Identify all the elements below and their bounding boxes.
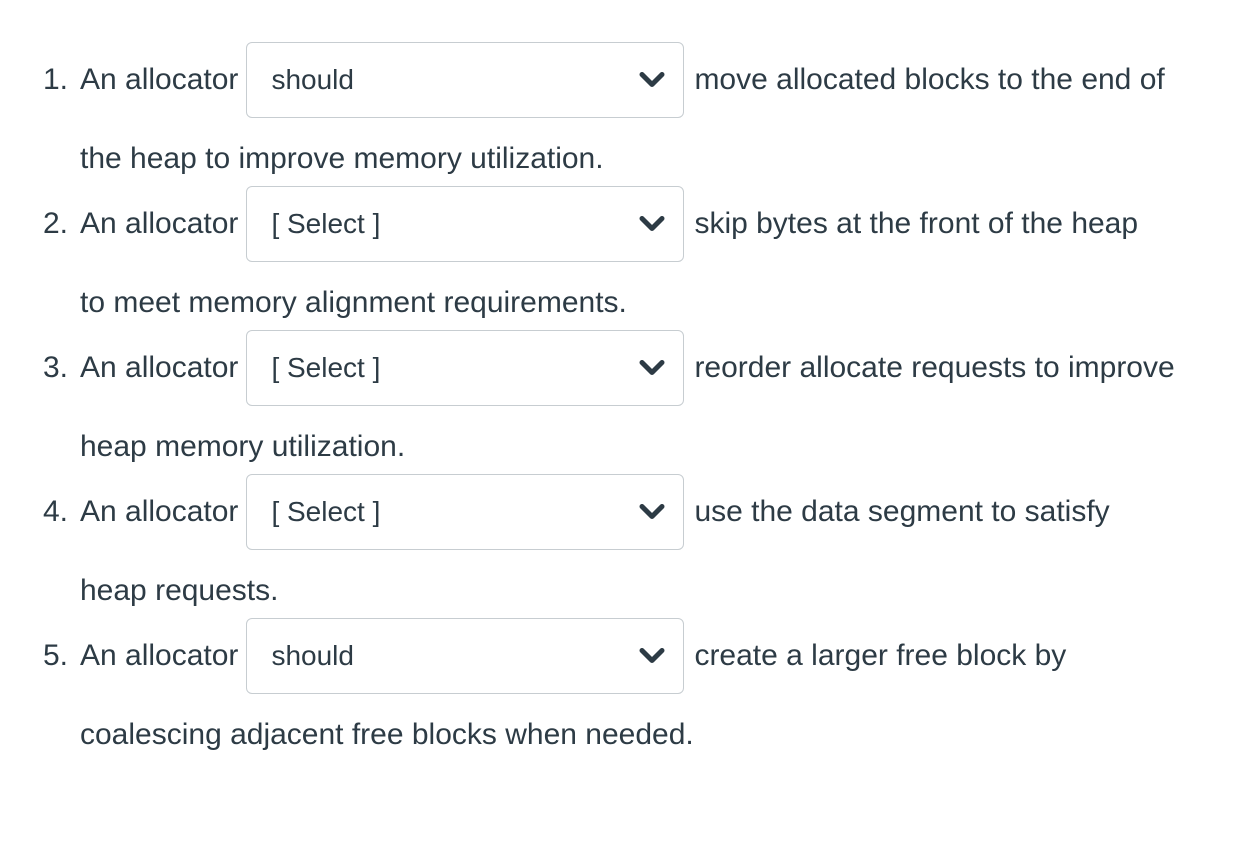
- answer-select-5-value: should: [271, 640, 354, 671]
- question-wrapped-text: heap memory utilization.: [80, 430, 406, 463]
- question-tail-text: skip bytes at the front of the heap: [694, 207, 1139, 240]
- chevron-down-icon: [639, 648, 665, 664]
- question-item-1: 1. An allocator should move allocated bl…: [43, 42, 1214, 186]
- quiz-question-area: 1. An allocator should move allocated bl…: [43, 42, 1214, 762]
- answer-select-2[interactable]: [ Select ]: [246, 186, 685, 262]
- question-prefix-text: An allocator: [80, 207, 239, 240]
- answer-select-2-value: [ Select ]: [271, 208, 381, 239]
- question-tail-text: use the data segment to satisfy: [694, 495, 1110, 528]
- chevron-down-icon: [639, 360, 665, 376]
- answer-select-1-value: should: [271, 64, 354, 95]
- question-prefix-text: An allocator: [80, 495, 239, 528]
- question-wrapped-text: coalescing adjacent free blocks when nee…: [80, 718, 694, 751]
- question-item-5: 5. An allocator should create a larger f…: [43, 618, 1214, 762]
- question-number: 2.: [43, 207, 69, 240]
- answer-select-4-value: [ Select ]: [271, 496, 381, 527]
- question-item-2: 2. An allocator [ Select ] skip bytes at…: [43, 186, 1214, 330]
- question-wrapped-text: to meet memory alignment requirements.: [80, 286, 627, 319]
- question-prefix-text: An allocator: [80, 639, 239, 672]
- question-list: 1. An allocator should move allocated bl…: [43, 42, 1214, 762]
- question-wrapped-text: the heap to improve memory utilization.: [80, 142, 604, 175]
- question-tail-text: move allocated blocks to the end of: [694, 63, 1165, 96]
- question-tail-text: reorder allocate requests to improve: [694, 351, 1175, 384]
- answer-select-1[interactable]: should: [246, 42, 685, 118]
- question-number: 1.: [43, 63, 69, 96]
- answer-select-3-value: [ Select ]: [271, 352, 381, 383]
- question-item-3: 3. An allocator [ Select ] reorder alloc…: [43, 330, 1214, 474]
- answer-select-3[interactable]: [ Select ]: [246, 330, 685, 406]
- question-item-4: 4. An allocator [ Select ] use the data …: [43, 474, 1214, 618]
- question-number: 4.: [43, 495, 69, 528]
- chevron-down-icon: [639, 216, 665, 232]
- question-tail-text: create a larger free block by: [694, 639, 1067, 672]
- question-prefix-text: An allocator: [80, 351, 239, 384]
- chevron-down-icon: [639, 72, 665, 88]
- question-wrapped-text: heap requests.: [80, 574, 279, 607]
- question-prefix-text: An allocator: [80, 63, 239, 96]
- answer-select-5[interactable]: should: [246, 618, 685, 694]
- question-number: 3.: [43, 351, 69, 384]
- chevron-down-icon: [639, 504, 665, 520]
- question-number: 5.: [43, 639, 69, 672]
- answer-select-4[interactable]: [ Select ]: [246, 474, 685, 550]
